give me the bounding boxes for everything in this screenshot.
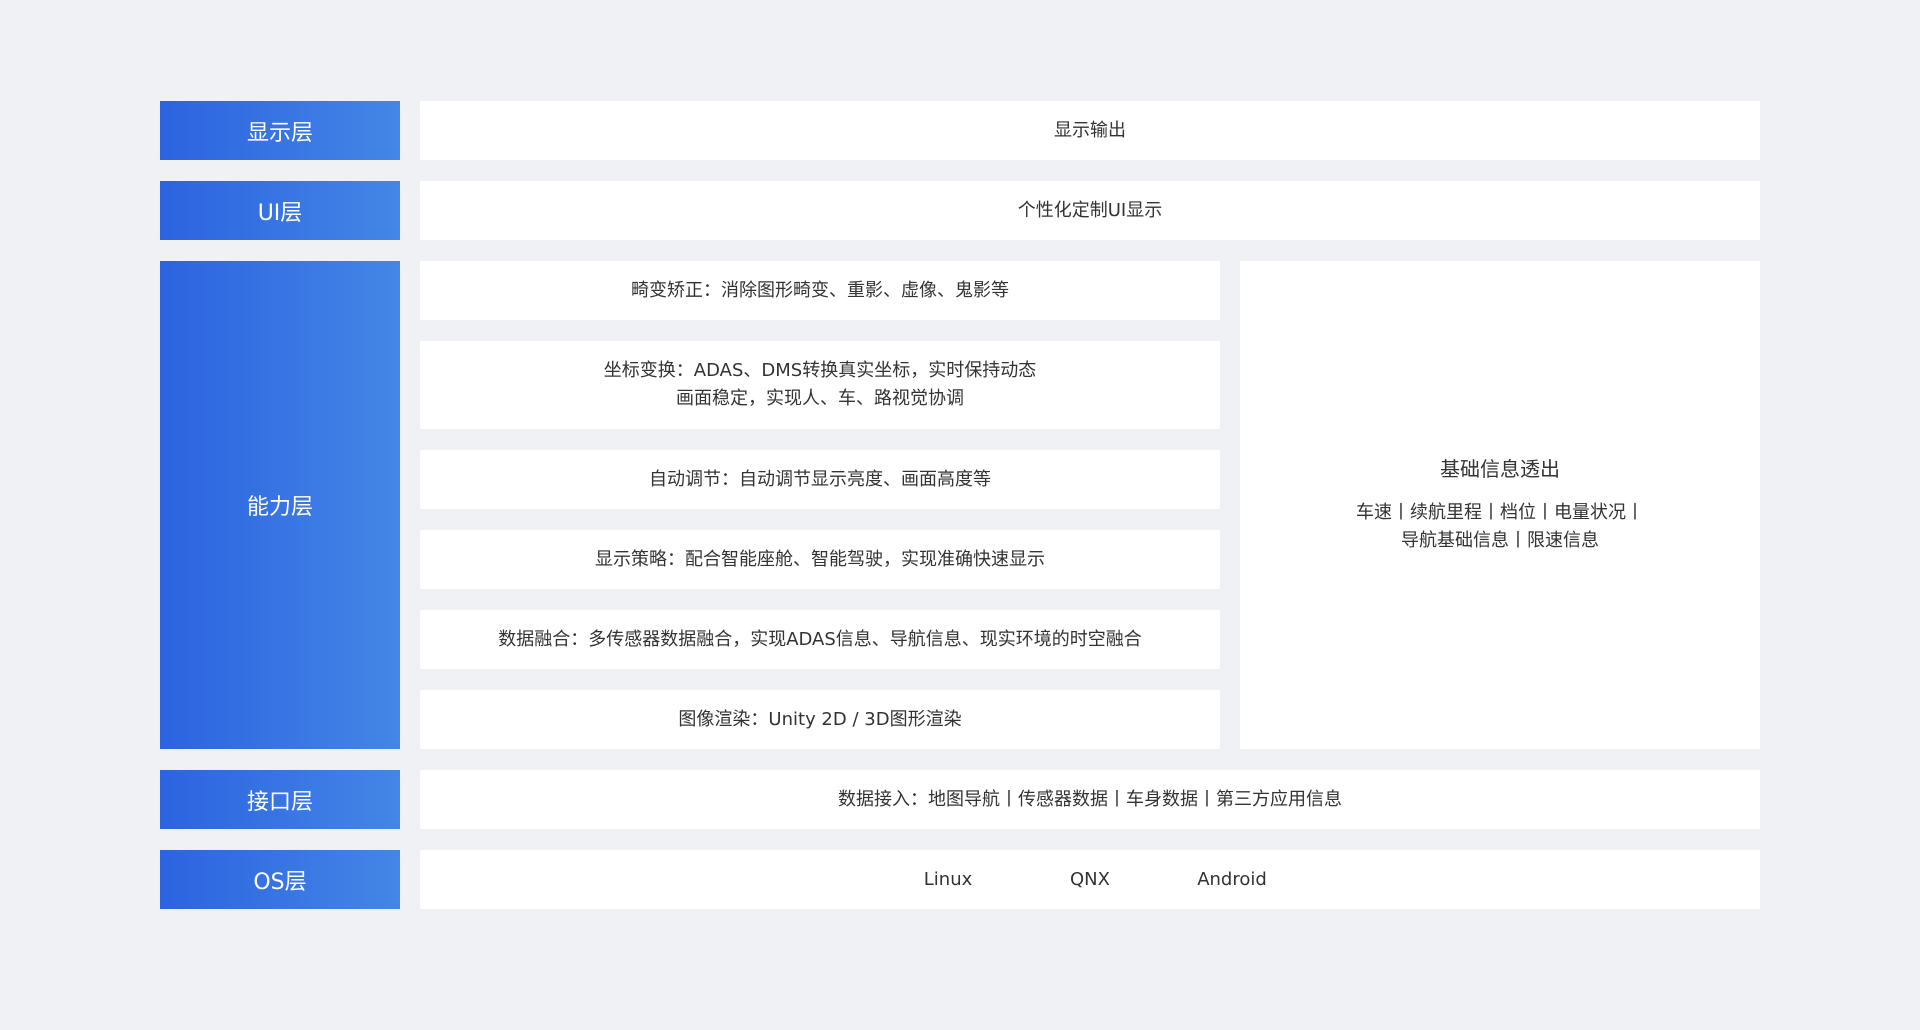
capability-item-text: 图像渲染：Unity 2D / 3D图形渲染 — [678, 708, 962, 730]
layer-label-interface-text: 接口层 — [246, 789, 313, 815]
capability-item-line: 画面稳定，实现人、车、路视觉协调 — [675, 388, 964, 409]
layer-label-os-text: OS层 — [253, 869, 307, 895]
layer-label-display: 显示层 — [160, 101, 400, 160]
layer-label-os: OS层 — [160, 850, 400, 909]
capability-item-rendering: 图像渲染：Unity 2D / 3D图形渲染 — [420, 690, 1220, 749]
capability-item-text: 畸变矫正：消除图形畸变、重影、虚像、鬼影等 — [631, 279, 1009, 301]
basic-info-line: 车速丨续航里程丨档位丨电量状况丨 — [1356, 502, 1644, 523]
layer-label-ui: UI层 — [160, 181, 400, 240]
os-item-qnx: QNX — [1070, 868, 1110, 890]
os-item-android: Android — [1197, 868, 1267, 890]
basic-info-line: 导航基础信息丨限速信息 — [1401, 530, 1599, 551]
os-list: Linux QNX Android — [877, 866, 1303, 894]
os-item-linux: Linux — [923, 868, 973, 890]
capability-item-distortion: 畸变矫正：消除图形畸变、重影、虚像、鬼影等 — [420, 261, 1220, 320]
capability-item-text: 显示策略：配合智能座舱、智能驾驶，实现准确快速显示 — [595, 548, 1045, 570]
os-box: Linux QNX Android — [420, 850, 1760, 909]
layer-label-interface: 接口层 — [160, 770, 400, 829]
capability-item-coordinate: 坐标变换：ADAS、DMS转换真实坐标，实时保持动态 画面稳定，实现人、车、路视… — [420, 341, 1220, 429]
capability-item-text: 数据融合：多传感器数据融合，实现ADAS信息、导航信息、现实环境的时空融合 — [498, 628, 1142, 650]
display-output-text: 显示输出 — [1054, 119, 1126, 141]
capability-item-text: 自动调节：自动调节显示亮度、画面高度等 — [649, 468, 991, 490]
capability-item-stack: 坐标变换：ADAS、DMS转换真实坐标，实时保持动态 画面稳定，实现人、车、路视… — [604, 357, 1036, 413]
basic-info-panel: 基础信息透出 车速丨续航里程丨档位丨电量状况丨 导航基础信息丨限速信息 — [1240, 261, 1760, 749]
basic-info-title: 基础信息透出 — [1440, 457, 1560, 481]
data-input-box: 数据接入：地图导航丨传感器数据丨车身数据丨第三方应用信息 — [420, 770, 1760, 829]
ui-custom-box: 个性化定制UI显示 — [420, 181, 1760, 240]
ui-custom-text: 个性化定制UI显示 — [1017, 199, 1163, 221]
capability-item-line: 坐标变换：ADAS、DMS转换真实坐标，实时保持动态 — [603, 360, 1037, 381]
display-output-box: 显示输出 — [420, 101, 1760, 160]
capability-item-strategy: 显示策略：配合智能座舱、智能驾驶，实现准确快速显示 — [420, 530, 1220, 589]
data-input-text: 数据接入：地图导航丨传感器数据丨车身数据丨第三方应用信息 — [838, 788, 1342, 810]
layer-label-capability-text: 能力层 — [246, 495, 313, 520]
layer-label-ui-text: UI层 — [257, 200, 303, 226]
basic-info-stack: 基础信息透出 车速丨续航里程丨档位丨电量状况丨 导航基础信息丨限速信息 — [1356, 455, 1644, 555]
layer-label-capability: 能力层 — [160, 261, 400, 749]
layer-label-display-text: 显示层 — [246, 120, 313, 146]
capability-item-fusion: 数据融合：多传感器数据融合，实现ADAS信息、导航信息、现实环境的时空融合 — [420, 610, 1220, 669]
capability-item-auto-adjust: 自动调节：自动调节显示亮度、画面高度等 — [420, 450, 1220, 509]
